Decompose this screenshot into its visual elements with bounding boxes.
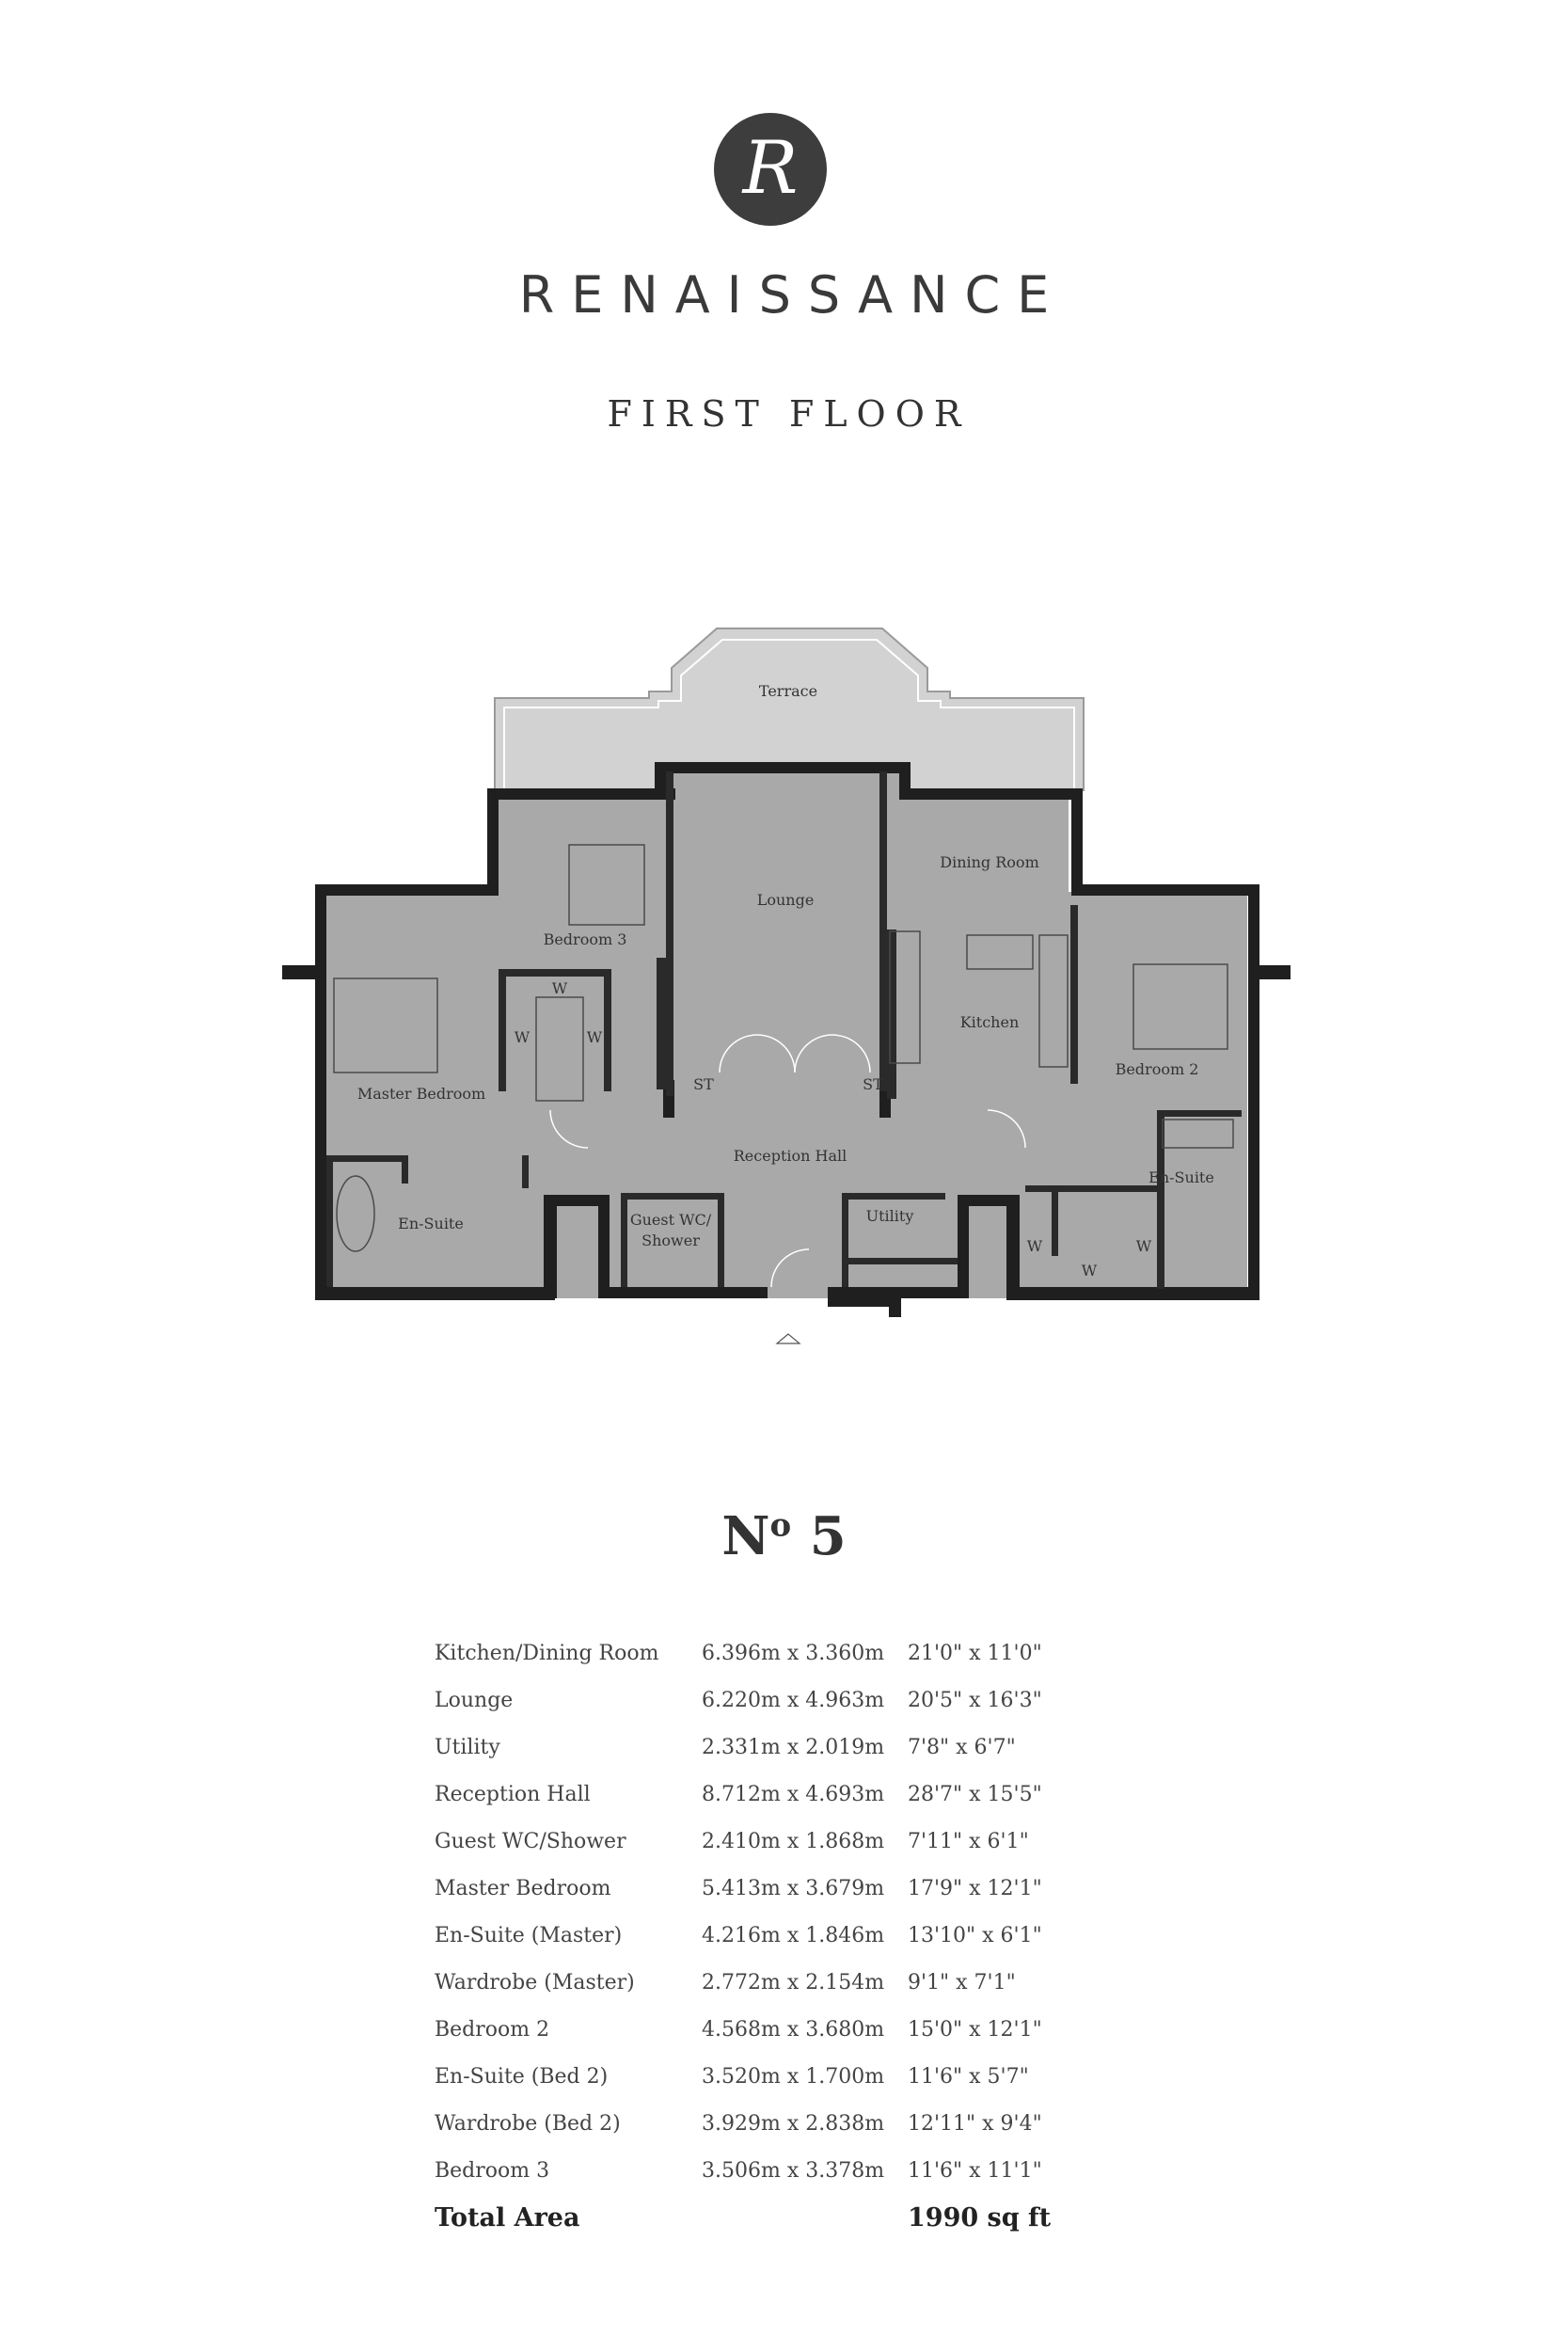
label-terrace: Terrace (759, 682, 817, 700)
entrance-arrow (775, 1333, 801, 1344)
label-dining-room: Dining Room (940, 853, 1038, 871)
terrace (494, 628, 1085, 791)
label-wardrobe: W (587, 1028, 603, 1046)
logo-letter: R (742, 126, 799, 211)
kitchen-units (889, 930, 921, 1064)
floor-areas (325, 770, 1247, 1298)
label-wardrobe: W (1136, 1237, 1152, 1255)
kitchen-counter (1038, 934, 1069, 1068)
door-arcs (549, 1034, 1026, 1288)
fixtures (333, 844, 1234, 1252)
bed-3 (568, 844, 645, 926)
master-bath (336, 1175, 375, 1252)
floor-title: FIRST FLOOR (607, 393, 971, 435)
label-en-suite-master: En-Suite (398, 1215, 464, 1232)
interior-walls (326, 771, 1242, 1289)
label-wardrobe: W (1082, 1262, 1098, 1279)
label-wardrobe: W (552, 979, 568, 997)
bed-2 (1132, 963, 1228, 1050)
room-labels: Terrace Lounge Dining Room Bedroom 3 Kit… (357, 682, 1214, 1279)
master-bed (333, 977, 438, 1073)
label-store-2: ST (863, 1075, 883, 1093)
unit-number: No 5 (721, 1505, 847, 1567)
kitchen-island (966, 934, 1034, 970)
label-guest-wc: Guest WC/ (630, 1211, 712, 1229)
walls (282, 762, 1291, 1317)
label-utility: Utility (866, 1207, 914, 1225)
label-guest-wc-shower: Shower (641, 1232, 700, 1249)
label-store-1: ST (693, 1075, 714, 1093)
label-bedroom-3: Bedroom 3 (544, 930, 627, 948)
label-lounge: Lounge (757, 891, 815, 909)
label-bedroom-2: Bedroom 2 (1116, 1060, 1199, 1078)
label-kitchen: Kitchen (960, 1013, 1020, 1031)
label-master-bedroom: Master Bedroom (357, 1085, 485, 1103)
brand-name: RENAISSANCE (518, 265, 1067, 325)
label-en-suite-bed2: En-Suite (1148, 1168, 1214, 1186)
bed2-bath (1162, 1119, 1234, 1149)
label-wardrobe: W (1027, 1237, 1043, 1255)
wardrobe-master (535, 996, 584, 1102)
logo-emblem (714, 113, 827, 226)
label-reception-hall: Reception Hall (734, 1147, 847, 1165)
label-wardrobe: W (515, 1028, 531, 1046)
header: R RENAISSANCE FIRST FLOOR (0, 0, 1568, 435)
